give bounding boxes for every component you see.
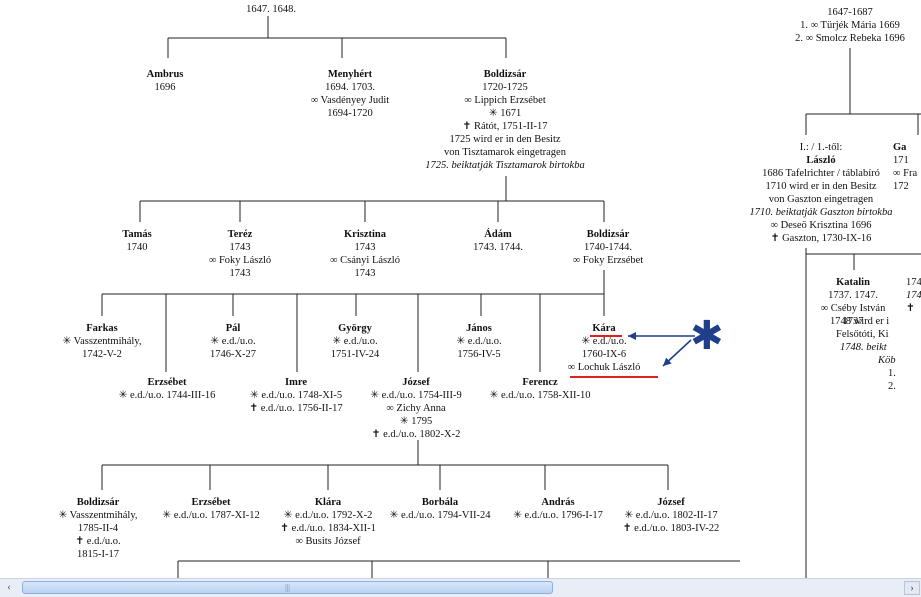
person-ferencz: Ferencz✳ e.d./u.o. 1758-XII-10 <box>489 377 591 401</box>
scrollbar-thumb[interactable]: ||| <box>22 581 553 594</box>
person-kara: Kára✳ e.d./u.o.1760-IX-6∞ Lochuk László <box>567 323 641 373</box>
person-imre: Imre✳ e.d./u.o. 1748-XI-5✝ e.d./u.o. 175… <box>249 377 343 414</box>
person-erzsebet-2: Erzsébet✳ e.d./u.o. 1787-XI-12 <box>162 497 260 521</box>
person-gyorgy: György✳ e.d./u.o.1751-IV-24 <box>330 323 380 360</box>
person-boldizsar-3: Boldizsár✳ Vasszentmihály,1785-II-4✝ e.d… <box>58 497 138 560</box>
person-erzsebet-1: Erzsébet✳ e.d./u.o. 1744-III-16 <box>118 377 216 401</box>
person-pal: Pál✳ e.d./u.o.1746-X-27 <box>209 323 257 360</box>
person-klara: Klára✳ e.d./u.o. 1792-X-2✝ e.d./u.o. 183… <box>280 497 376 547</box>
scroll-left-arrow-icon[interactable]: ‹ <box>7 582 11 593</box>
annotation-arrow <box>662 339 692 367</box>
person-janos: János✳ e.d./u.o.1756-IV-5 <box>456 323 502 360</box>
annotation-arrow <box>628 332 695 340</box>
kara-name-underline <box>590 335 622 337</box>
person-top-dates: 1647. 1648. <box>246 4 296 15</box>
scroll-right-arrow-icon[interactable]: › <box>904 581 920 595</box>
person-right-edge-2: 174 174 ✝ 1748 wird er i Felsőtóti, Ki 1… <box>830 277 921 392</box>
scrollbar-grip-icon: ||| <box>285 583 290 592</box>
horizontal-scrollbar[interactable]: ‹ ||| › <box>0 578 921 597</box>
person-borbala: Borbála✳ e.d./u.o. 1794-VII-24 <box>389 497 491 521</box>
annotation-asterisk-icon: ✱ <box>690 313 724 359</box>
person-andras: András✳ e.d./u.o. 1796-I-17 <box>513 497 603 521</box>
tree-connector-lines <box>101 16 921 578</box>
person-jozsef-1: József✳ e.d./u.o. 1754-III-9∞ Zichy Anna… <box>370 377 462 440</box>
person-jozsef-2: József✳ e.d./u.o. 1802-II-17✝ e.d./u.o. … <box>622 497 720 534</box>
person-farkas: Farkas✳ Vasszentmihály,1742-V-2 <box>62 323 142 360</box>
kara-spouse-underline <box>570 376 658 378</box>
